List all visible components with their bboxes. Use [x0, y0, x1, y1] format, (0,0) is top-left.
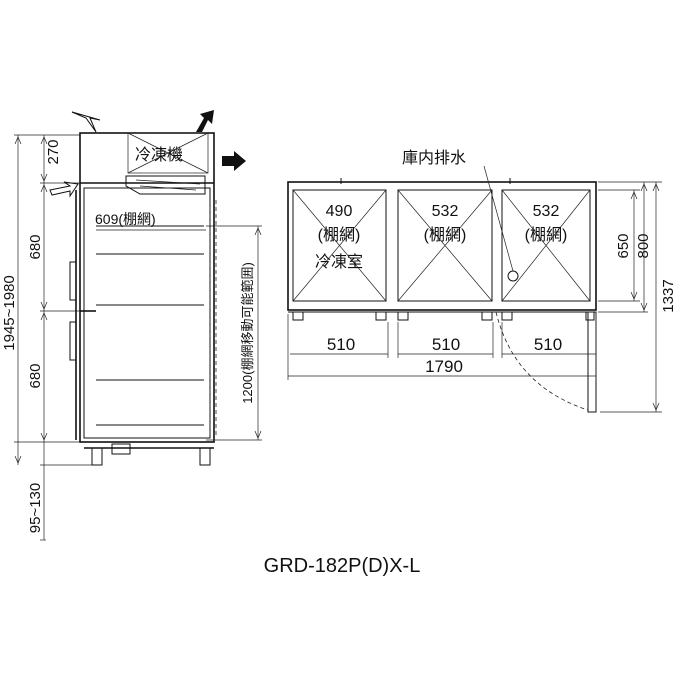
- dim-feet: 95~130: [27, 483, 44, 533]
- top-view: [287, 165, 662, 413]
- door-width-2: 510: [432, 335, 460, 354]
- compartment-1-width: 490: [326, 203, 353, 220]
- dim-lower: 680: [27, 363, 44, 388]
- compartment-2-width: 532: [432, 203, 459, 220]
- dim-shelf-width: 609(棚網): [95, 211, 156, 227]
- model-name: GRD-182P(D)X-L: [264, 555, 421, 577]
- depth-inner: 650: [615, 233, 632, 258]
- side-view: [14, 110, 262, 541]
- compartment-3-width: 532: [533, 203, 560, 220]
- compressor-label: 冷凍機: [135, 146, 183, 164]
- dim-shelf-range: 1200(棚網移動可能範囲): [240, 262, 255, 404]
- dim-upper: 680: [27, 234, 44, 259]
- compartment-3-note: (棚網): [525, 226, 568, 244]
- compartment-1-label: 冷凍室: [315, 253, 363, 271]
- compartment-2-note: (棚網): [424, 226, 467, 244]
- compartment-1-note: (棚網): [318, 226, 361, 244]
- dim-total-height: 1945~1980: [1, 275, 18, 351]
- dim-top: 270: [45, 139, 62, 164]
- door-width-3: 510: [534, 335, 562, 354]
- total-width: 1790: [425, 357, 463, 376]
- door-width-1: 510: [327, 335, 355, 354]
- drain-label: 庫内排水: [402, 149, 466, 167]
- depth-open: 1337: [660, 279, 677, 312]
- depth-total: 800: [635, 233, 652, 258]
